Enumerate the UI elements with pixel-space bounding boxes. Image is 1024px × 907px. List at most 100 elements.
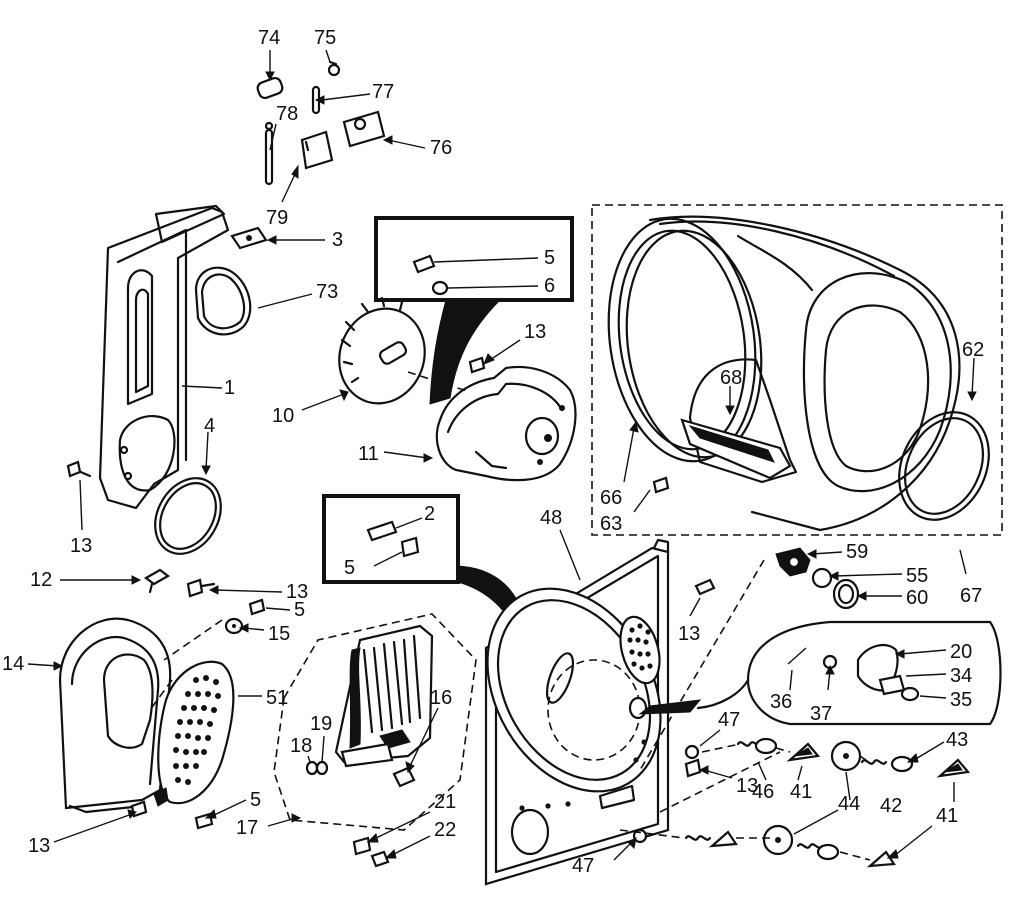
- washer-15-icon: [224, 617, 244, 635]
- screw-13c-icon: [186, 578, 216, 598]
- blower-wheel-icon: [338, 296, 426, 405]
- screw-5b-icon: [248, 598, 266, 616]
- dryer-drum-icon: [607, 215, 961, 532]
- inset-timer-knob: [696, 620, 1002, 726]
- inset-box-2-5: [322, 494, 460, 584]
- label-6: 6: [544, 275, 555, 297]
- bracket-41a-icon: [786, 742, 821, 762]
- front-panel-icon: [98, 204, 230, 510]
- label-60: 60: [906, 587, 928, 609]
- bracket-41c-icon: [936, 758, 971, 778]
- label-3: 3: [332, 229, 343, 251]
- label-37: 37: [810, 703, 832, 725]
- label-13b: 13: [524, 321, 546, 343]
- label-63: 63: [600, 513, 622, 535]
- label-42: 42: [880, 795, 902, 817]
- fuse-icon: [256, 76, 284, 100]
- cap-60-icon: [832, 578, 860, 610]
- label-34: 34: [950, 665, 972, 687]
- label-11: 11: [358, 443, 379, 465]
- label-15: 15: [268, 623, 290, 645]
- label-67: 67: [960, 585, 982, 607]
- label-62: 62: [962, 339, 984, 361]
- label-68: 68: [720, 367, 742, 389]
- label-4: 4: [204, 415, 215, 437]
- terminal-21-22-icon: [352, 836, 390, 868]
- label-5c: 5: [344, 557, 355, 579]
- label-77: 77: [372, 81, 394, 103]
- label-5b: 5: [294, 599, 305, 621]
- label-13c: 13: [286, 581, 308, 603]
- spring-46-icon: [736, 737, 778, 755]
- screw-13a-icon: [66, 460, 92, 478]
- gasket-73-icon: [194, 266, 252, 336]
- label-48: 48: [540, 507, 562, 529]
- thermostat-79-icon: [300, 130, 334, 170]
- spring-lower-icon: [684, 830, 896, 868]
- spring-43-icon: [860, 755, 914, 773]
- label-46: 46: [752, 781, 774, 803]
- door-14-icon: [58, 617, 172, 814]
- rod-78-icon: [264, 121, 274, 186]
- label-79: 79: [266, 207, 288, 229]
- label-55: 55: [906, 565, 928, 587]
- label-36: 36: [770, 691, 792, 713]
- label-16: 16: [430, 687, 452, 709]
- label-13a: 13: [70, 535, 92, 557]
- label-18: 18: [290, 735, 312, 757]
- label-20: 20: [950, 641, 972, 663]
- label-41a: 41: [790, 781, 812, 803]
- label-10: 10: [272, 405, 294, 427]
- thermostat-76-icon: [342, 110, 386, 148]
- label-19: 19: [310, 713, 332, 735]
- label-5d: 5: [250, 789, 261, 811]
- label-13e: 13: [28, 835, 50, 857]
- label-75: 75: [314, 27, 336, 49]
- label-66: 66: [600, 487, 622, 509]
- baffle-68-icon: [680, 418, 792, 480]
- label-47b: 47: [572, 855, 594, 877]
- label-41b: 41: [936, 805, 958, 827]
- label-43: 43: [946, 729, 968, 751]
- label-74: 74: [258, 27, 280, 49]
- vent-holes: [627, 623, 653, 671]
- label-13d: 13: [678, 623, 700, 645]
- label-14: 14: [2, 653, 24, 675]
- bracket-12-icon: [144, 568, 170, 594]
- nut-47a-icon: [684, 744, 700, 760]
- label-44: 44: [838, 793, 860, 815]
- screen-holes: [173, 675, 221, 785]
- screw-63-icon: [652, 476, 670, 494]
- label-51: 51: [266, 687, 288, 709]
- seal-62-icon: [898, 411, 990, 521]
- label-13f: 13: [736, 775, 758, 797]
- label-22: 22: [434, 819, 456, 841]
- nut-47b-icon: [632, 828, 648, 844]
- inset-box-5-6: [374, 216, 574, 302]
- label-21: 21: [434, 791, 456, 813]
- label-17: 17: [236, 817, 258, 839]
- screw-13f-icon: [684, 758, 702, 778]
- label-1: 1: [224, 377, 235, 399]
- terminal-18-19-icon: [305, 760, 329, 776]
- seal-4-icon: [154, 477, 222, 555]
- pulley-44-icon: [830, 740, 862, 772]
- label-12: 12: [30, 569, 52, 591]
- blower-housing-icon: [435, 365, 577, 482]
- clip-3-icon: [230, 226, 268, 250]
- screw-75-icon: [327, 60, 341, 77]
- label-5a: 5: [544, 247, 555, 269]
- heating-element-icon: [334, 624, 434, 788]
- label-35: 35: [950, 689, 972, 711]
- screw-13d-icon: [694, 578, 716, 596]
- label-73: 73: [316, 281, 338, 303]
- pulley-42-icon: [762, 824, 794, 856]
- thermostat-parts-group: [256, 49, 426, 203]
- label-59: 59: [846, 541, 868, 563]
- heater-dashed-box: [273, 613, 477, 831]
- label-2: 2: [424, 503, 435, 525]
- label-47a: 47: [718, 709, 740, 731]
- label-78: 78: [276, 103, 298, 125]
- lamp-55-icon: [811, 567, 833, 589]
